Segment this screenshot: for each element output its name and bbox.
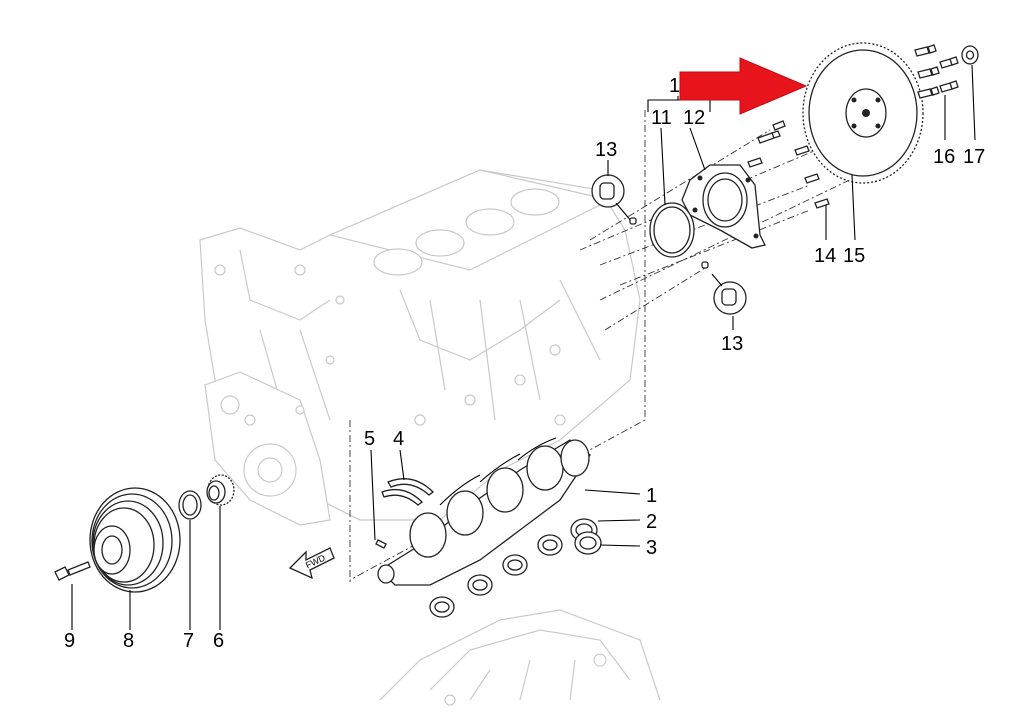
- housing-bolts: [747, 120, 830, 209]
- main-bearings: [429, 518, 602, 618]
- callout-12: 12: [683, 107, 705, 129]
- callout-1: 1: [646, 485, 657, 507]
- callout-3: 3: [646, 537, 657, 559]
- rear-seal-ring: [649, 202, 695, 258]
- callout-6: 6: [213, 630, 224, 652]
- callout-labels: 1 11 12 13 13 14 15 16 17 5 4 1 2 3 9 8 …: [64, 75, 985, 652]
- woodruff-key: [375, 539, 387, 549]
- callout-14: 14: [814, 245, 836, 267]
- crank-sprocket: [206, 474, 235, 506]
- callout-13-bottom: 13: [721, 333, 743, 355]
- callout-9: 9: [64, 630, 75, 652]
- callout-4: 4: [393, 428, 404, 450]
- crankshaft: [377, 437, 591, 586]
- callout-11: 11: [651, 107, 672, 129]
- engine-block-ghost: [199, 169, 661, 706]
- flywheel: [802, 42, 924, 184]
- dowel-pin-top: [591, 174, 637, 225]
- callout-2: 2: [646, 511, 657, 533]
- callout-5: 5: [364, 428, 375, 450]
- washer: [961, 45, 979, 65]
- front-oil-seal: [178, 490, 202, 520]
- crank-pulley: [89, 487, 181, 593]
- callout-13-top: 13: [595, 139, 617, 161]
- highlight-arrow-icon: [679, 57, 808, 115]
- callout-8: 8: [123, 630, 134, 652]
- callout-16: 16: [933, 146, 955, 168]
- fwd-direction-icon: FWD: [288, 547, 335, 580]
- callout-1-top: 1: [669, 75, 680, 97]
- dowel-pin-bottom: [701, 261, 747, 315]
- flywheel-bolts: [914, 44, 959, 99]
- callout-17: 17: [963, 146, 985, 168]
- rear-seal-housing: [681, 164, 766, 249]
- leader-lines: [71, 64, 976, 630]
- callout-15: 15: [843, 245, 865, 267]
- pulley-bolt: [54, 561, 91, 581]
- callout-7: 7: [183, 630, 194, 652]
